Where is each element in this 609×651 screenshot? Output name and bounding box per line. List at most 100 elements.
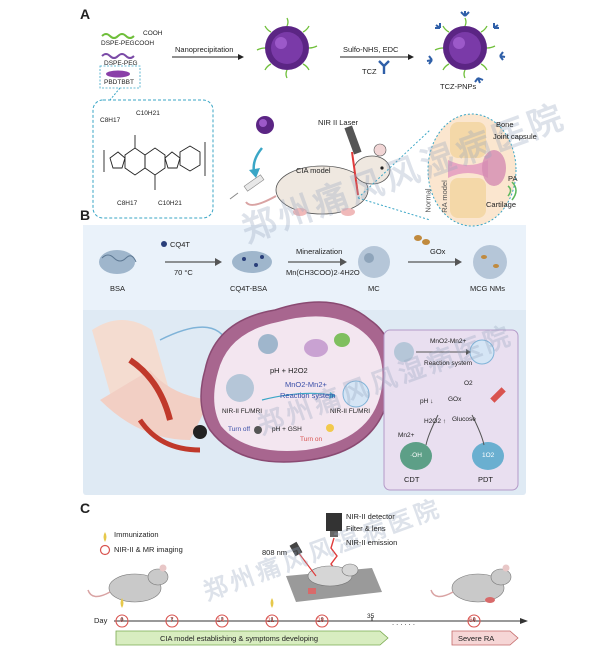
pa-signal-icon bbox=[507, 181, 517, 201]
mc-label: MC bbox=[368, 284, 380, 293]
cartilage-label: Cartilage bbox=[486, 200, 517, 209]
laser-device-icon bbox=[344, 125, 362, 196]
wavelength-label: 808 nm bbox=[262, 548, 288, 557]
day-35-label: 35 bbox=[367, 613, 375, 620]
tcz-pnps-label: TCZ-PNPs bbox=[440, 82, 477, 91]
c8h17-top-label: C8H17 bbox=[100, 117, 121, 124]
phase2-label: Severe RA bbox=[458, 634, 495, 643]
tcz-pnp-small-icon bbox=[256, 116, 274, 134]
peg-chain-icon bbox=[101, 53, 135, 59]
temp-label: 70 °C bbox=[174, 268, 193, 277]
panel-label-b: B bbox=[80, 207, 91, 223]
mno2-mn-right-label: MnO2-Mn2+ bbox=[430, 338, 467, 345]
phase1-band bbox=[115, 630, 389, 646]
day-14-label: 14 bbox=[217, 617, 225, 624]
bsa-label: BSA bbox=[110, 284, 126, 293]
panel-label-c: C bbox=[80, 500, 91, 516]
pa-label: PA bbox=[508, 174, 518, 183]
tcz-label: TCZ bbox=[362, 67, 377, 76]
panel-b-top-band bbox=[83, 225, 526, 310]
pdt-label: PDT bbox=[478, 475, 493, 484]
mc-particle-icon bbox=[358, 246, 390, 278]
phase2-band bbox=[451, 630, 519, 646]
mn2-label: Mn2+ bbox=[398, 432, 415, 439]
mcg-nm-icon bbox=[473, 245, 507, 279]
mouse-day60-illustration bbox=[430, 564, 512, 603]
cq4t-label: CQ4T bbox=[170, 240, 191, 249]
chemical-structure-box bbox=[92, 99, 214, 219]
normal-label: Normal bbox=[423, 188, 433, 213]
structure-callout bbox=[109, 87, 121, 101]
reaction-system-label: Reaction system bbox=[280, 391, 336, 400]
mno2-mn-label: MnO2-Mn2+ bbox=[285, 380, 327, 389]
imaging-legend-icon bbox=[99, 544, 111, 556]
cdt-label: CDT bbox=[404, 475, 420, 484]
o2-label: O2 bbox=[464, 380, 473, 387]
sulfo-label: Sulfo-NHS, EDC bbox=[343, 45, 399, 54]
antibody-icon bbox=[378, 60, 390, 74]
mouse-day0-illustration bbox=[87, 564, 169, 603]
detector-label: NIR-II detector bbox=[346, 512, 395, 521]
day-7-label: 7 bbox=[170, 617, 174, 624]
bsa-protein-icon bbox=[99, 250, 137, 274]
imaging-day-markers bbox=[115, 614, 481, 628]
imaging-setup-illustration bbox=[286, 513, 382, 602]
reaction-box bbox=[383, 329, 519, 491]
cell-illustration bbox=[200, 301, 394, 463]
immunization-icon bbox=[103, 532, 107, 542]
bone-label: Bone bbox=[496, 120, 514, 129]
day-0-label: 0 bbox=[120, 617, 124, 624]
gox-label: GOx bbox=[430, 247, 446, 256]
peg-cooh-chain-icon bbox=[101, 33, 135, 39]
joint-capsule-label: Joint capsule bbox=[493, 132, 537, 141]
cooh-label: COOH bbox=[143, 30, 163, 37]
dots-label: . . . . . . bbox=[392, 618, 415, 627]
emission-label: NIR-II emission bbox=[346, 538, 398, 547]
c10h21-top-label: C10H21 bbox=[136, 110, 160, 117]
joint-zoom-lines bbox=[357, 129, 431, 221]
cq4t-dot-icon bbox=[161, 241, 167, 247]
reaction-system-right-label: Reaction system bbox=[424, 360, 473, 367]
syringe-icon bbox=[229, 174, 265, 200]
gox-right-label: GOx bbox=[448, 396, 462, 403]
ph-gsh-label: pH + GSH bbox=[272, 426, 302, 433]
glucose-label: Glucose bbox=[452, 416, 476, 423]
turn-off-label: Turn off bbox=[228, 426, 251, 433]
cq4t-bsa-label: CQ4T-BSA bbox=[230, 284, 268, 293]
ra-model-label: RA model bbox=[439, 180, 449, 213]
pbdtbbt-label: PBDTBBT bbox=[104, 79, 134, 86]
imaging-label: NIR-II & MR imaging bbox=[114, 545, 183, 554]
pbdtbbt-icon bbox=[106, 70, 130, 78]
panel-label-a: A bbox=[80, 6, 91, 22]
mcg-label: MCG NMs bbox=[470, 284, 505, 293]
mineralization-label: Mineralization bbox=[296, 247, 343, 256]
knee-joint-illustration bbox=[92, 320, 210, 453]
singlet-o2-label: 1O2 bbox=[482, 452, 495, 459]
fl-mri-left-label: NIR-II FL/MRI bbox=[222, 408, 263, 415]
joint-cross-section bbox=[427, 113, 517, 227]
cia-model-label: CIA model bbox=[296, 166, 331, 175]
mn-salt-label: Mn(CH3COO)2·4H2O bbox=[286, 268, 360, 277]
timeline-ticks bbox=[121, 617, 475, 621]
filter-label: Filter & lens bbox=[346, 524, 386, 533]
immunization-day-markers bbox=[120, 598, 274, 608]
pbdtbbt-structure bbox=[103, 135, 206, 190]
pnp-nanoparticle-icon bbox=[256, 17, 318, 79]
c10h21-bot-label: C10H21 bbox=[158, 200, 182, 207]
ph-h2o2-label: pH + H2O2 bbox=[270, 366, 308, 375]
cq4t-bsa-icon bbox=[232, 251, 272, 273]
tcz-pnp-icon bbox=[426, 11, 506, 84]
turn-on-label: Turn on bbox=[300, 436, 323, 443]
day-28-label: 28 bbox=[317, 617, 325, 624]
gox-enzyme-icon bbox=[414, 235, 430, 245]
phase1-label: CIA model establishing & symptoms develo… bbox=[160, 634, 318, 643]
immunization-label: Immunization bbox=[114, 530, 159, 539]
day-label: Day bbox=[94, 616, 108, 625]
oh-label: ·OH bbox=[410, 452, 422, 459]
dspe-peg-label: DSPE-PEG bbox=[104, 60, 138, 67]
day-21-label: 21 bbox=[267, 617, 275, 624]
h2o2-up-label: H2O2 ↑ bbox=[424, 418, 447, 425]
c8h17-bot-label: C8H17 bbox=[117, 200, 138, 207]
nanoprecipitation-label: Nanoprecipitation bbox=[175, 45, 234, 54]
